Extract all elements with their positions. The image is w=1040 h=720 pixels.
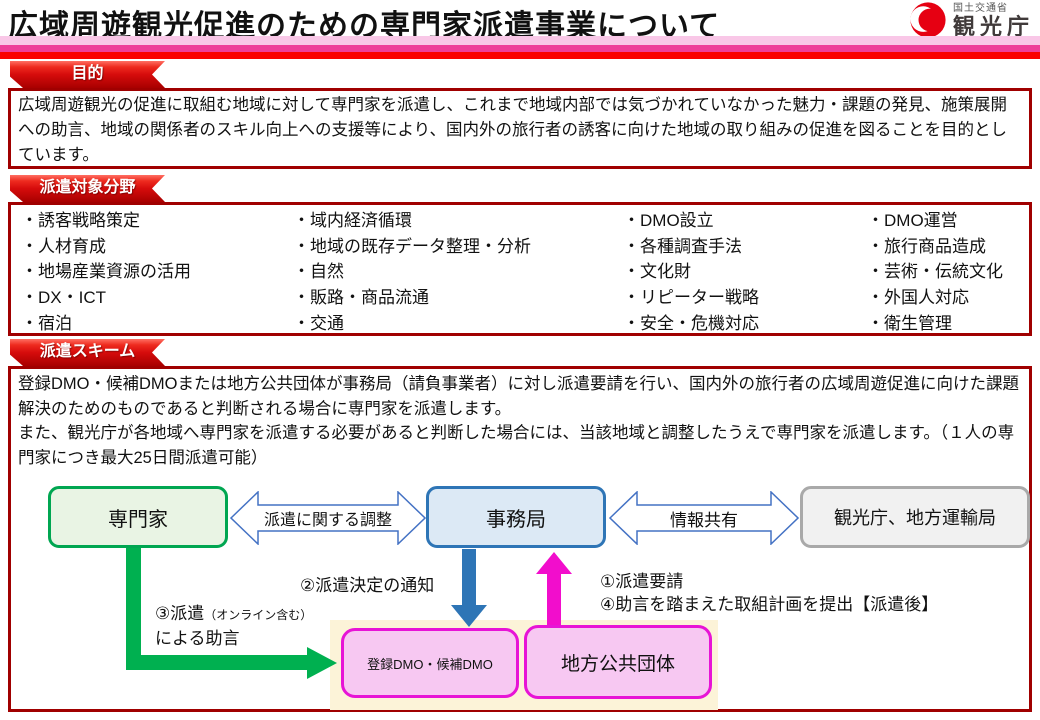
dispatch-line-1: ③派遣 xyxy=(155,604,205,623)
request-line-1: ①派遣要請 xyxy=(600,572,684,591)
field-item: ・文化財 xyxy=(623,262,691,282)
double-arrow-icon xyxy=(230,491,426,545)
info-share-arrow-label: 情報共有 xyxy=(670,510,738,530)
dispatch-line-2: による助言 xyxy=(155,629,240,648)
agency-node: 観光庁、地方運輸局 xyxy=(800,486,1030,548)
logo-ministry-text: 国土交通省 xyxy=(952,3,1008,14)
green-elbow-arrow-icon xyxy=(126,548,337,679)
dispatch-advice-label: ③派遣（オンライン含む） による助言 xyxy=(155,602,312,651)
dispatch-note: （オンライン含む） xyxy=(204,608,313,622)
secretariat-node: 事務局 xyxy=(426,486,606,548)
field-item: ・安全・危機対応 xyxy=(623,313,759,333)
expert-node: 専門家 xyxy=(48,486,228,548)
field-item: ・宿泊 xyxy=(21,313,72,333)
field-item: ・リピーター戦略 xyxy=(623,288,759,308)
registered-dmo-node: 登録DMO・候補DMO xyxy=(341,628,519,698)
double-arrow-icon xyxy=(609,491,799,545)
field-item: ・DX・ICT xyxy=(21,288,106,308)
magenta-up-arrow-icon xyxy=(536,552,572,632)
coordination-double-arrow: 派遣に関する調整 xyxy=(230,491,426,545)
agency-logo: 国土交通省 観光庁 xyxy=(909,1,1034,44)
field-item: ・外国人対応 xyxy=(867,288,969,308)
purpose-box: 広域周遊観光の促進に取組む地域に対して専門家を派遣し、これまで地域内部では気づか… xyxy=(8,88,1032,169)
coordination-arrow-label: 派遣に関する調整 xyxy=(263,512,392,529)
field-item: ・交通 xyxy=(293,313,344,333)
purpose-body-text: 広域周遊観光の促進に取組む地域に対して専門家を派遣し、これまで地域内部では気づか… xyxy=(18,96,1008,164)
local-government-node: 地方公共団体 xyxy=(524,625,712,699)
fields-column-3: ・DMO設立 ・各種調査手法 ・文化財 ・リピーター戦略 ・安全・危機対応 xyxy=(623,208,759,337)
fields-box: ・誘客戦略策定 ・人材育成 ・地場産業資源の活用 ・DX・ICT ・宿泊 ・域内… xyxy=(8,202,1032,336)
scheme-box: 登録DMO・候補DMOまたは地方公共団体が事務局（請負事業者）に対し派遣要請を行… xyxy=(8,366,1032,712)
blue-down-arrow-icon xyxy=(451,549,487,627)
dispatch-request-label: ①派遣要請 ④助言を踏まえた取組計画を提出【派遣後】 xyxy=(600,570,938,616)
fields-column-4: ・DMO運営 ・旅行商品造成 ・芸術・伝統文化 ・外国人対応 ・衛生管理 xyxy=(867,208,1003,337)
fields-column-2: ・域内経済循環 ・地域の既存データ整理・分析 ・自然 ・販路・商品流通 ・交通 xyxy=(293,208,531,337)
scheme-description: 登録DMO・候補DMOまたは地方公共団体が事務局（請負事業者）に対し派遣要請を行… xyxy=(11,369,1029,473)
dispatch-decision-label: ②派遣決定の通知 xyxy=(300,576,435,595)
field-item: ・地場産業資源の活用 xyxy=(21,262,191,282)
scheme-paragraph-1: 登録DMO・候補DMOまたは地方公共団体が事務局（請負事業者）に対し派遣要請を行… xyxy=(18,375,1019,418)
field-item: ・域内経済循環 xyxy=(293,211,412,230)
field-item: ・衛生管理 xyxy=(867,313,952,333)
field-item: ・誘客戦略策定 xyxy=(21,211,140,230)
scheme-paragraph-2: また、観光庁が各地域へ専門家を派遣する必要があると判断した場合には、当該地域と調… xyxy=(18,424,1015,467)
field-item: ・DMO運営 xyxy=(867,211,958,230)
agency-node-label: 観光庁、地方運輸局 xyxy=(834,508,996,528)
field-item: ・各種調査手法 xyxy=(623,236,742,256)
header-rule-deeppink xyxy=(0,45,1040,52)
field-item: ・旅行商品造成 xyxy=(867,236,986,256)
field-item: ・芸術・伝統文化 xyxy=(867,262,1003,282)
header-rule-lightpink xyxy=(0,36,1040,45)
header-rule-red xyxy=(0,52,1040,59)
info-share-double-arrow: 情報共有 xyxy=(609,491,799,545)
logo-agency-text: 観光庁 xyxy=(952,14,1034,39)
fields-column-1: ・誘客戦略策定 ・人材育成 ・地場産業資源の活用 ・DX・ICT ・宿泊 xyxy=(21,208,191,337)
request-line-2: ④助言を踏まえた取組計画を提出【派遣後】 xyxy=(600,595,939,614)
field-item: ・自然 xyxy=(293,262,344,282)
tourism-agency-logo-icon xyxy=(909,1,947,44)
secretariat-node-label: 事務局 xyxy=(486,508,546,531)
local-government-label: 地方公共団体 xyxy=(560,653,675,675)
registered-dmo-label: 登録DMO・候補DMO xyxy=(367,656,493,672)
field-item: ・販路・商品流通 xyxy=(293,288,429,308)
field-item: ・人材育成 xyxy=(21,236,106,256)
field-item: ・DMO設立 xyxy=(623,211,714,230)
field-item: ・地域の既存データ整理・分析 xyxy=(293,236,531,256)
expert-node-label: 専門家 xyxy=(108,508,168,531)
tab-fields: 派遣対象分野 xyxy=(10,175,165,202)
tab-purpose: 目的 xyxy=(10,61,165,88)
tab-scheme: 派遣スキーム xyxy=(10,339,165,366)
